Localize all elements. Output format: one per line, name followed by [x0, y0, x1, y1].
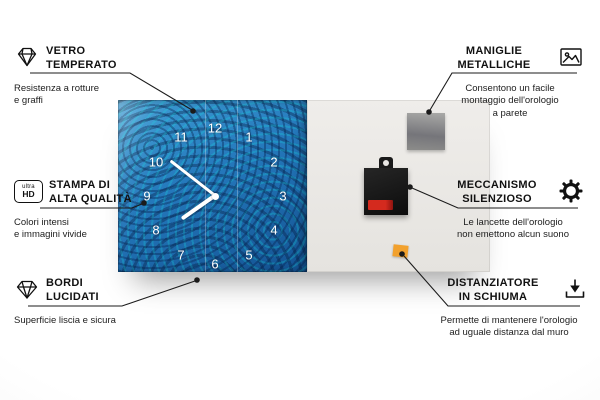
callout-desc: Superficie liscia e sicura	[14, 314, 116, 326]
clock-number: 5	[245, 247, 253, 263]
callout-stampa-alta-qualita: ultra HD STAMPA DI ALTA QUALITÀ Colori i…	[14, 178, 142, 242]
clock-number: 11	[174, 129, 188, 145]
battery	[368, 200, 393, 210]
callout-title: STAMPA DI ALTA QUALITÀ	[49, 179, 132, 206]
callout-maniglie-metalliche: MANIGLIE METALLICHE Consentono un facile…	[436, 44, 584, 120]
callout-distanziatore-schiuma: DISTANZIATORE IN SCHIUMA Permette di man…	[430, 276, 588, 340]
picture-frame-icon	[558, 44, 584, 70]
clock-mechanism	[364, 168, 408, 215]
callout-desc: Colori intensi e immagini vivide	[14, 216, 87, 241]
gear-icon	[558, 178, 584, 204]
hour-hand	[181, 194, 216, 221]
glass-seam	[237, 100, 239, 272]
clock-number: 9	[143, 188, 151, 204]
clock-front-face: 12 1 2 3 4 5 6 7 8 9 10 11	[118, 100, 307, 272]
clock-center-cap	[211, 192, 219, 200]
clock-number: 7	[177, 247, 185, 263]
clock-number: 8	[152, 222, 160, 238]
callout-meccanismo-silenzioso: MECCANISMO SILENZIOSO	[442, 178, 584, 242]
clock-number: 1	[245, 129, 253, 145]
minute-hand	[169, 159, 216, 197]
ultra-hd-icon-text-top: ultra	[22, 184, 35, 191]
clock-number: 6	[211, 256, 219, 272]
clock-number: 2	[270, 154, 278, 170]
clock-number: 3	[279, 188, 287, 204]
callout-desc: Consentono un facile montaggio dell'orol…	[461, 82, 559, 119]
ultra-hd-icon-text-bottom: HD	[22, 189, 35, 200]
callout-title: VETRO TEMPERATO	[46, 45, 117, 72]
callout-vetro-temperato: VETRO TEMPERATO Resistenza a rotture e g…	[14, 44, 142, 108]
metal-hanger-plate	[407, 113, 445, 150]
callout-bordi-lucidati: BORDI LUCIDATI Superficie liscia e sicur…	[14, 276, 146, 327]
diamond-icon	[14, 44, 40, 70]
callout-desc: Permette di mantenere l'orologio ad ugua…	[440, 314, 578, 339]
clock-product: 12 1 2 3 4 5 6 7 8 9 10 11	[118, 100, 490, 272]
hanging-hook	[379, 157, 393, 170]
clock-number: 4	[270, 222, 278, 238]
down-arrow-icon	[562, 276, 588, 302]
ultra-hd-icon: ultra HD	[14, 180, 43, 203]
clock-number: 12	[207, 120, 223, 136]
gem-icon	[14, 276, 40, 302]
callout-title: BORDI LUCIDATI	[46, 277, 99, 304]
callout-title: MECCANISMO SILENZIOSO	[457, 179, 537, 206]
clock-back-panel	[307, 100, 490, 272]
callout-desc: Resistenza a rotture e graffi	[14, 82, 100, 107]
callout-title: DISTANZIATORE IN SCHIUMA	[447, 277, 539, 304]
clock-number: 10	[148, 154, 164, 170]
callout-title: MANIGLIE METALLICHE	[457, 45, 531, 72]
callout-desc: Le lancette dell'orologio non emettono a…	[457, 216, 569, 241]
foam-spacer	[392, 244, 409, 258]
